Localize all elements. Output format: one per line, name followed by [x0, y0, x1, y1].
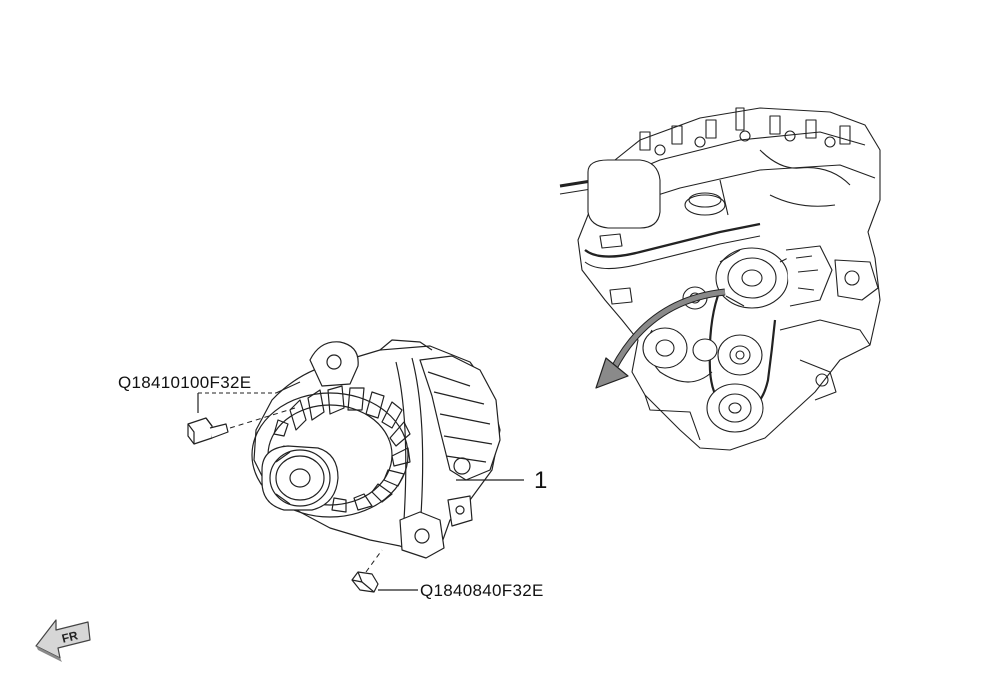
curved-arrow-icon — [595, 288, 726, 389]
bracket-illustration — [351, 571, 379, 593]
callout-item-1: 1 — [456, 467, 547, 494]
engine-alternator — [715, 245, 833, 309]
callout-bolt: Q18410100F32E — [118, 373, 301, 413]
bracket-centerline — [365, 549, 383, 573]
bolt-centerline — [229, 407, 296, 429]
alternator-illustration — [251, 339, 501, 559]
bolt-part-number: Q18410100F32E — [118, 373, 251, 392]
bolt-illustration — [187, 417, 229, 445]
alternator-pulley — [261, 445, 339, 511]
front-direction-arrow-icon: FR — [35, 619, 91, 662]
bracket-part-number: Q1840840F32E — [420, 581, 544, 600]
callout-bracket: Q1840840F32E — [378, 581, 544, 600]
item-number: 1 — [534, 467, 547, 494]
fr-label: FR — [60, 628, 79, 646]
engine-illustration — [559, 107, 881, 451]
engine-top-fittings — [639, 107, 851, 156]
